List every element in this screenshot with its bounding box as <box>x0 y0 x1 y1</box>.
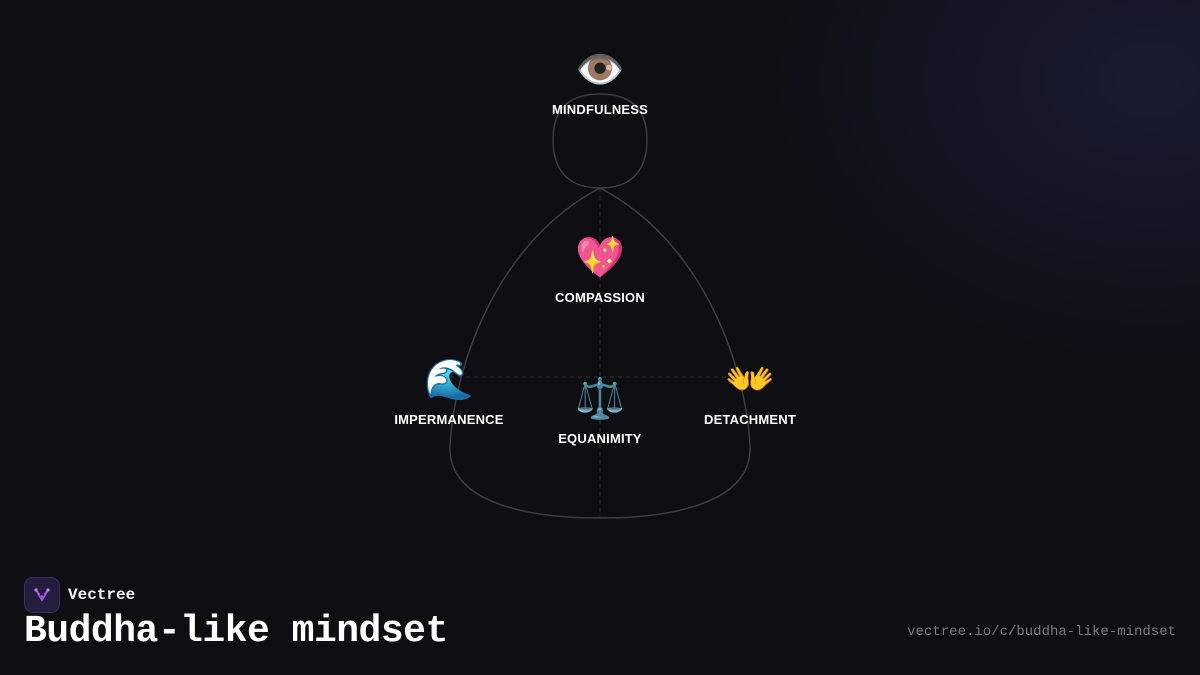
node-compassion: 💖 COMPASSION <box>520 234 680 305</box>
node-impermanence: 🌊 IMPERMANENCE <box>369 356 529 427</box>
balance-scale-icon: ⚖️ <box>575 376 625 422</box>
tree-branch-icon <box>24 577 60 613</box>
brand-name: Vectree <box>68 586 136 604</box>
node-label: DETACHMENT <box>703 412 797 427</box>
node-detachment: 👐 DETACHMENT <box>670 356 830 427</box>
node-label: EQUANIMITY <box>558 431 642 446</box>
node-mindfulness: 👁️ MINDFULNESS <box>520 46 680 117</box>
node-label: MINDFULNESS <box>551 102 649 117</box>
silhouette-head <box>552 93 648 189</box>
open-hands-icon: 👐 <box>725 357 775 403</box>
node-equanimity: ⚖️ EQUANIMITY <box>520 375 680 446</box>
brand[interactable]: Vectree <box>24 577 135 613</box>
wave-icon: 🌊 <box>424 357 474 403</box>
page-title: Buddha-like mindset <box>24 610 448 653</box>
eye-icon: 👁️ <box>575 47 625 93</box>
node-label: IMPERMANENCE <box>394 412 504 427</box>
page-url[interactable]: vectree.io/c/buddha-like-mindset <box>907 624 1176 640</box>
node-label: COMPASSION <box>555 290 645 305</box>
sparkling-heart-icon: 💖 <box>575 235 625 281</box>
